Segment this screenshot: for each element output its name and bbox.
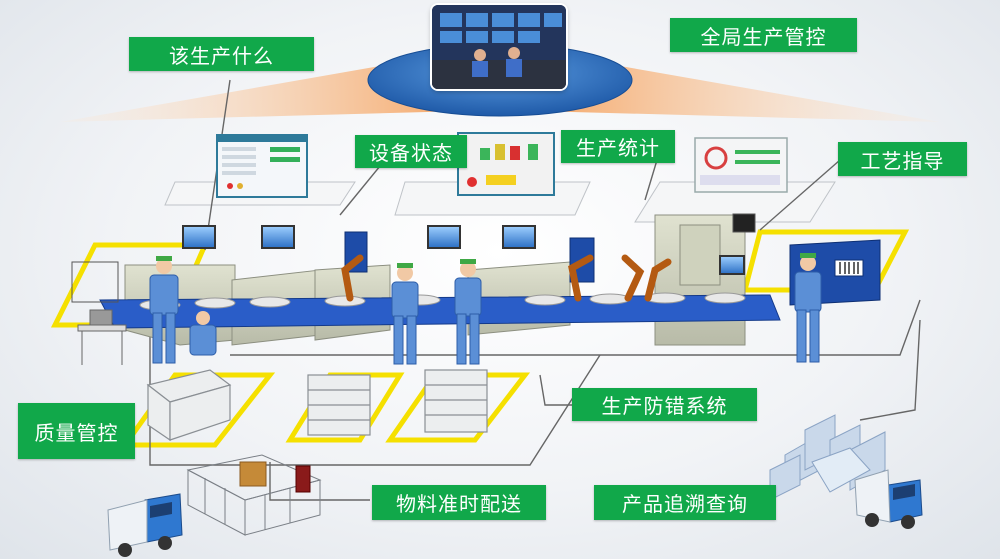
dashboard-screens — [216, 132, 788, 198]
warehouse-icon — [186, 454, 322, 536]
label-equipment-status: 设备状态 — [355, 135, 467, 168]
control-room-photo — [432, 5, 566, 89]
robot-arm-icon — [341, 254, 672, 302]
label-traceability: 产品追溯查询 — [594, 485, 776, 520]
truck-icon — [107, 469, 923, 557]
cart-icon — [146, 369, 488, 442]
network-lines — [149, 79, 921, 501]
label-what-to-produce: 该生产什么 — [129, 37, 314, 71]
worker-icon — [149, 253, 822, 365]
monitor-icon — [182, 213, 756, 275]
label-quality-control: 质量管控 — [18, 403, 135, 459]
label-global-control: 全局生产管控 — [670, 18, 857, 52]
label-production-stats: 生产统计 — [561, 130, 675, 163]
inspection-table — [71, 261, 127, 365]
label-error-proofing: 生产防错系统 — [572, 388, 757, 421]
conveyor — [99, 292, 781, 329]
label-process-guidance: 工艺指导 — [838, 142, 967, 176]
city-buildings — [769, 414, 886, 501]
label-material-delivery: 物料准时配送 — [372, 485, 546, 520]
